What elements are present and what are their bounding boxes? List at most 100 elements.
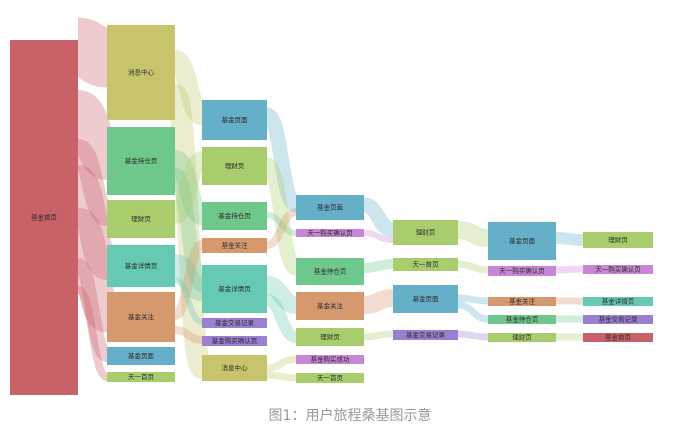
sankey-node-n32[interactable]: 理财页 bbox=[583, 232, 653, 248]
sankey-link-n0-to-n4 bbox=[68, 165, 117, 280]
sankey-link-n9-to-n18 bbox=[263, 157, 300, 276]
sankey-link-n0-to-n3 bbox=[72, 139, 113, 226]
sankey-node-n15[interactable]: 消息中心 bbox=[202, 355, 267, 381]
sankey-node-bar bbox=[488, 333, 556, 342]
sankey-link-n0-to-n6 bbox=[74, 258, 111, 362]
sankey-node-n17[interactable]: 天一购买确认页 bbox=[296, 228, 364, 237]
sankey-node-n36[interactable]: 基金首页 bbox=[583, 333, 653, 343]
sankey-node-n28[interactable]: 天一购买确认页 bbox=[488, 266, 556, 276]
sankey-link-n0-to-n2 bbox=[66, 90, 119, 180]
sankey-link-n1-to-n8 bbox=[170, 50, 207, 125]
sankey-node-label: 理财页 bbox=[608, 235, 628, 244]
sankey-node-n29[interactable]: 基金关注 bbox=[488, 297, 556, 307]
sankey-node-bar bbox=[296, 355, 364, 364]
sankey-node-n18[interactable]: 基金持仓页 bbox=[296, 258, 364, 285]
sankey-node-bar bbox=[296, 328, 364, 346]
sankey-node-n22[interactable]: 天一首页 bbox=[296, 373, 364, 383]
sankey-node-n4[interactable]: 基金详情页 bbox=[107, 245, 175, 287]
sankey-node-label: 天一购买确认页 bbox=[307, 228, 353, 237]
sankey-node-label: 理财页 bbox=[512, 333, 532, 342]
sankey-node-n8[interactable]: 基金页面 bbox=[202, 100, 267, 140]
sankey-node-n26[interactable]: 基金交易记录 bbox=[393, 330, 458, 340]
sankey-node-label: 基金持仓页 bbox=[314, 267, 347, 276]
sankey-node-n31[interactable]: 理财页 bbox=[488, 333, 556, 343]
sankey-node-bar bbox=[583, 297, 653, 306]
sankey-link-n2-to-n10 bbox=[170, 150, 207, 225]
sankey-node-n21[interactable]: 基金购买成功 bbox=[296, 355, 364, 365]
sankey-node-n11[interactable]: 基金关注 bbox=[202, 238, 267, 253]
sankey-node-bar bbox=[107, 245, 175, 287]
sankey-node-n9[interactable]: 理财页 bbox=[202, 147, 267, 185]
sankey-node-bar bbox=[107, 292, 175, 342]
sankey-link-n20-to-n26 bbox=[363, 330, 394, 341]
sankey-node-n35[interactable]: 基金交易记录 bbox=[583, 315, 653, 325]
sankey-node-label: 基金详情页 bbox=[218, 284, 251, 293]
sankey-link-n3-to-n9 bbox=[171, 151, 206, 224]
sankey-node-n16[interactable]: 基金页面 bbox=[296, 195, 364, 220]
sankey-link-n8-to-n16 bbox=[263, 107, 300, 213]
sankey-node-label: 基金关注 bbox=[509, 297, 536, 306]
sankey-node-bar bbox=[296, 195, 364, 220]
sankey-node-label: 基金持仓页 bbox=[218, 211, 251, 220]
sankey-node-label: 理财页 bbox=[416, 228, 436, 237]
sankey-node-bar bbox=[393, 220, 458, 245]
sankey-link-n16-to-n23 bbox=[362, 197, 395, 238]
sankey-link-n19-to-n25 bbox=[363, 289, 394, 314]
sankey-node-n23[interactable]: 理财页 bbox=[393, 220, 458, 245]
sankey-link-n27-to-n32 bbox=[555, 232, 584, 246]
sankey-link-n24-to-n28 bbox=[457, 260, 489, 274]
sankey-node-bar bbox=[202, 318, 267, 328]
sankey-node-bar bbox=[583, 232, 653, 248]
sankey-node-n2[interactable]: 基金持仓页 bbox=[107, 127, 175, 195]
sankey-node-n24[interactable]: 天一首页 bbox=[393, 258, 458, 271]
sankey-node-bar bbox=[202, 336, 267, 346]
sankey-node-bar bbox=[488, 297, 556, 306]
sankey-link-n12-to-n20 bbox=[265, 294, 298, 343]
sankey-link-n0-to-n1 bbox=[69, 17, 116, 88]
sankey-node-label: 基金页面 bbox=[128, 351, 155, 360]
sankey-node-n5[interactable]: 基金关注 bbox=[107, 292, 175, 342]
sankey-node-n6[interactable]: 基金页面 bbox=[107, 347, 175, 365]
sankey-node-label: 天一首页 bbox=[317, 373, 344, 382]
sankey-node-n33[interactable]: 天一购买确认页 bbox=[583, 265, 653, 275]
sankey-node-n30[interactable]: 基金持仓页 bbox=[488, 315, 556, 325]
sankey-node-label: 基金持仓页 bbox=[506, 315, 539, 324]
sankey-node-bar bbox=[10, 40, 78, 395]
sankey-link-n0-to-n5 bbox=[66, 207, 119, 333]
sankey-node-label: 基金详情页 bbox=[602, 297, 635, 306]
sankey-node-n20[interactable]: 理财页 bbox=[296, 328, 364, 346]
sankey-node-label: 基金持仓页 bbox=[125, 156, 158, 165]
sankey-node-n19[interactable]: 基金关注 bbox=[296, 292, 364, 320]
sankey-diagram: 基金首页消息中心基金持仓页理财页基金详情页基金关注基金页面天一首页基金页面理财页… bbox=[10, 17, 653, 395]
sankey-node-bar bbox=[393, 258, 458, 271]
sankey-node-label: 天一首页 bbox=[128, 372, 155, 381]
sankey-node-label: 基金关注 bbox=[317, 301, 344, 310]
sankey-link-n15-to-n22 bbox=[266, 371, 297, 382]
sankey-node-bar bbox=[583, 265, 653, 274]
sankey-link-n28-to-n33 bbox=[555, 265, 584, 274]
sankey-node-n0[interactable]: 基金首页 bbox=[10, 40, 78, 395]
sankey-node-n34[interactable]: 基金详情页 bbox=[583, 297, 653, 307]
sankey-node-n12[interactable]: 基金详情页 bbox=[202, 265, 267, 313]
sankey-node-n13[interactable]: 基金交易记录 bbox=[202, 318, 267, 328]
sankey-node-bar bbox=[296, 229, 364, 237]
sankey-node-n25[interactable]: 基金页面 bbox=[393, 285, 458, 313]
sankey-node-bar bbox=[202, 238, 267, 253]
sankey-node-label: 理财页 bbox=[225, 161, 245, 170]
sankey-node-n1[interactable]: 消息中心 bbox=[107, 25, 175, 120]
sankey-node-bar bbox=[107, 25, 175, 120]
sankey-node-n7[interactable]: 天一首页 bbox=[107, 372, 175, 382]
sankey-node-n3[interactable]: 理财页 bbox=[107, 200, 175, 238]
sankey-node-label: 理财页 bbox=[131, 214, 151, 223]
sankey-node-n14[interactable]: 基金购买确认页 bbox=[202, 336, 267, 346]
sankey-node-bar bbox=[202, 355, 267, 381]
sankey-link-n10-to-n17 bbox=[266, 212, 297, 236]
sankey-link-n1-to-n15 bbox=[164, 84, 213, 379]
sankey-node-label: 天一首页 bbox=[413, 260, 440, 269]
sankey-link-n11-to-n16 bbox=[265, 208, 298, 249]
sankey-node-n27[interactable]: 基金页面 bbox=[488, 222, 556, 260]
sankey-node-label: 基金首页 bbox=[605, 333, 632, 342]
sankey-node-n10[interactable]: 基金持仓页 bbox=[202, 202, 267, 230]
sankey-link-n4-to-n13 bbox=[174, 277, 203, 325]
sankey-node-label: 理财页 bbox=[320, 332, 340, 341]
